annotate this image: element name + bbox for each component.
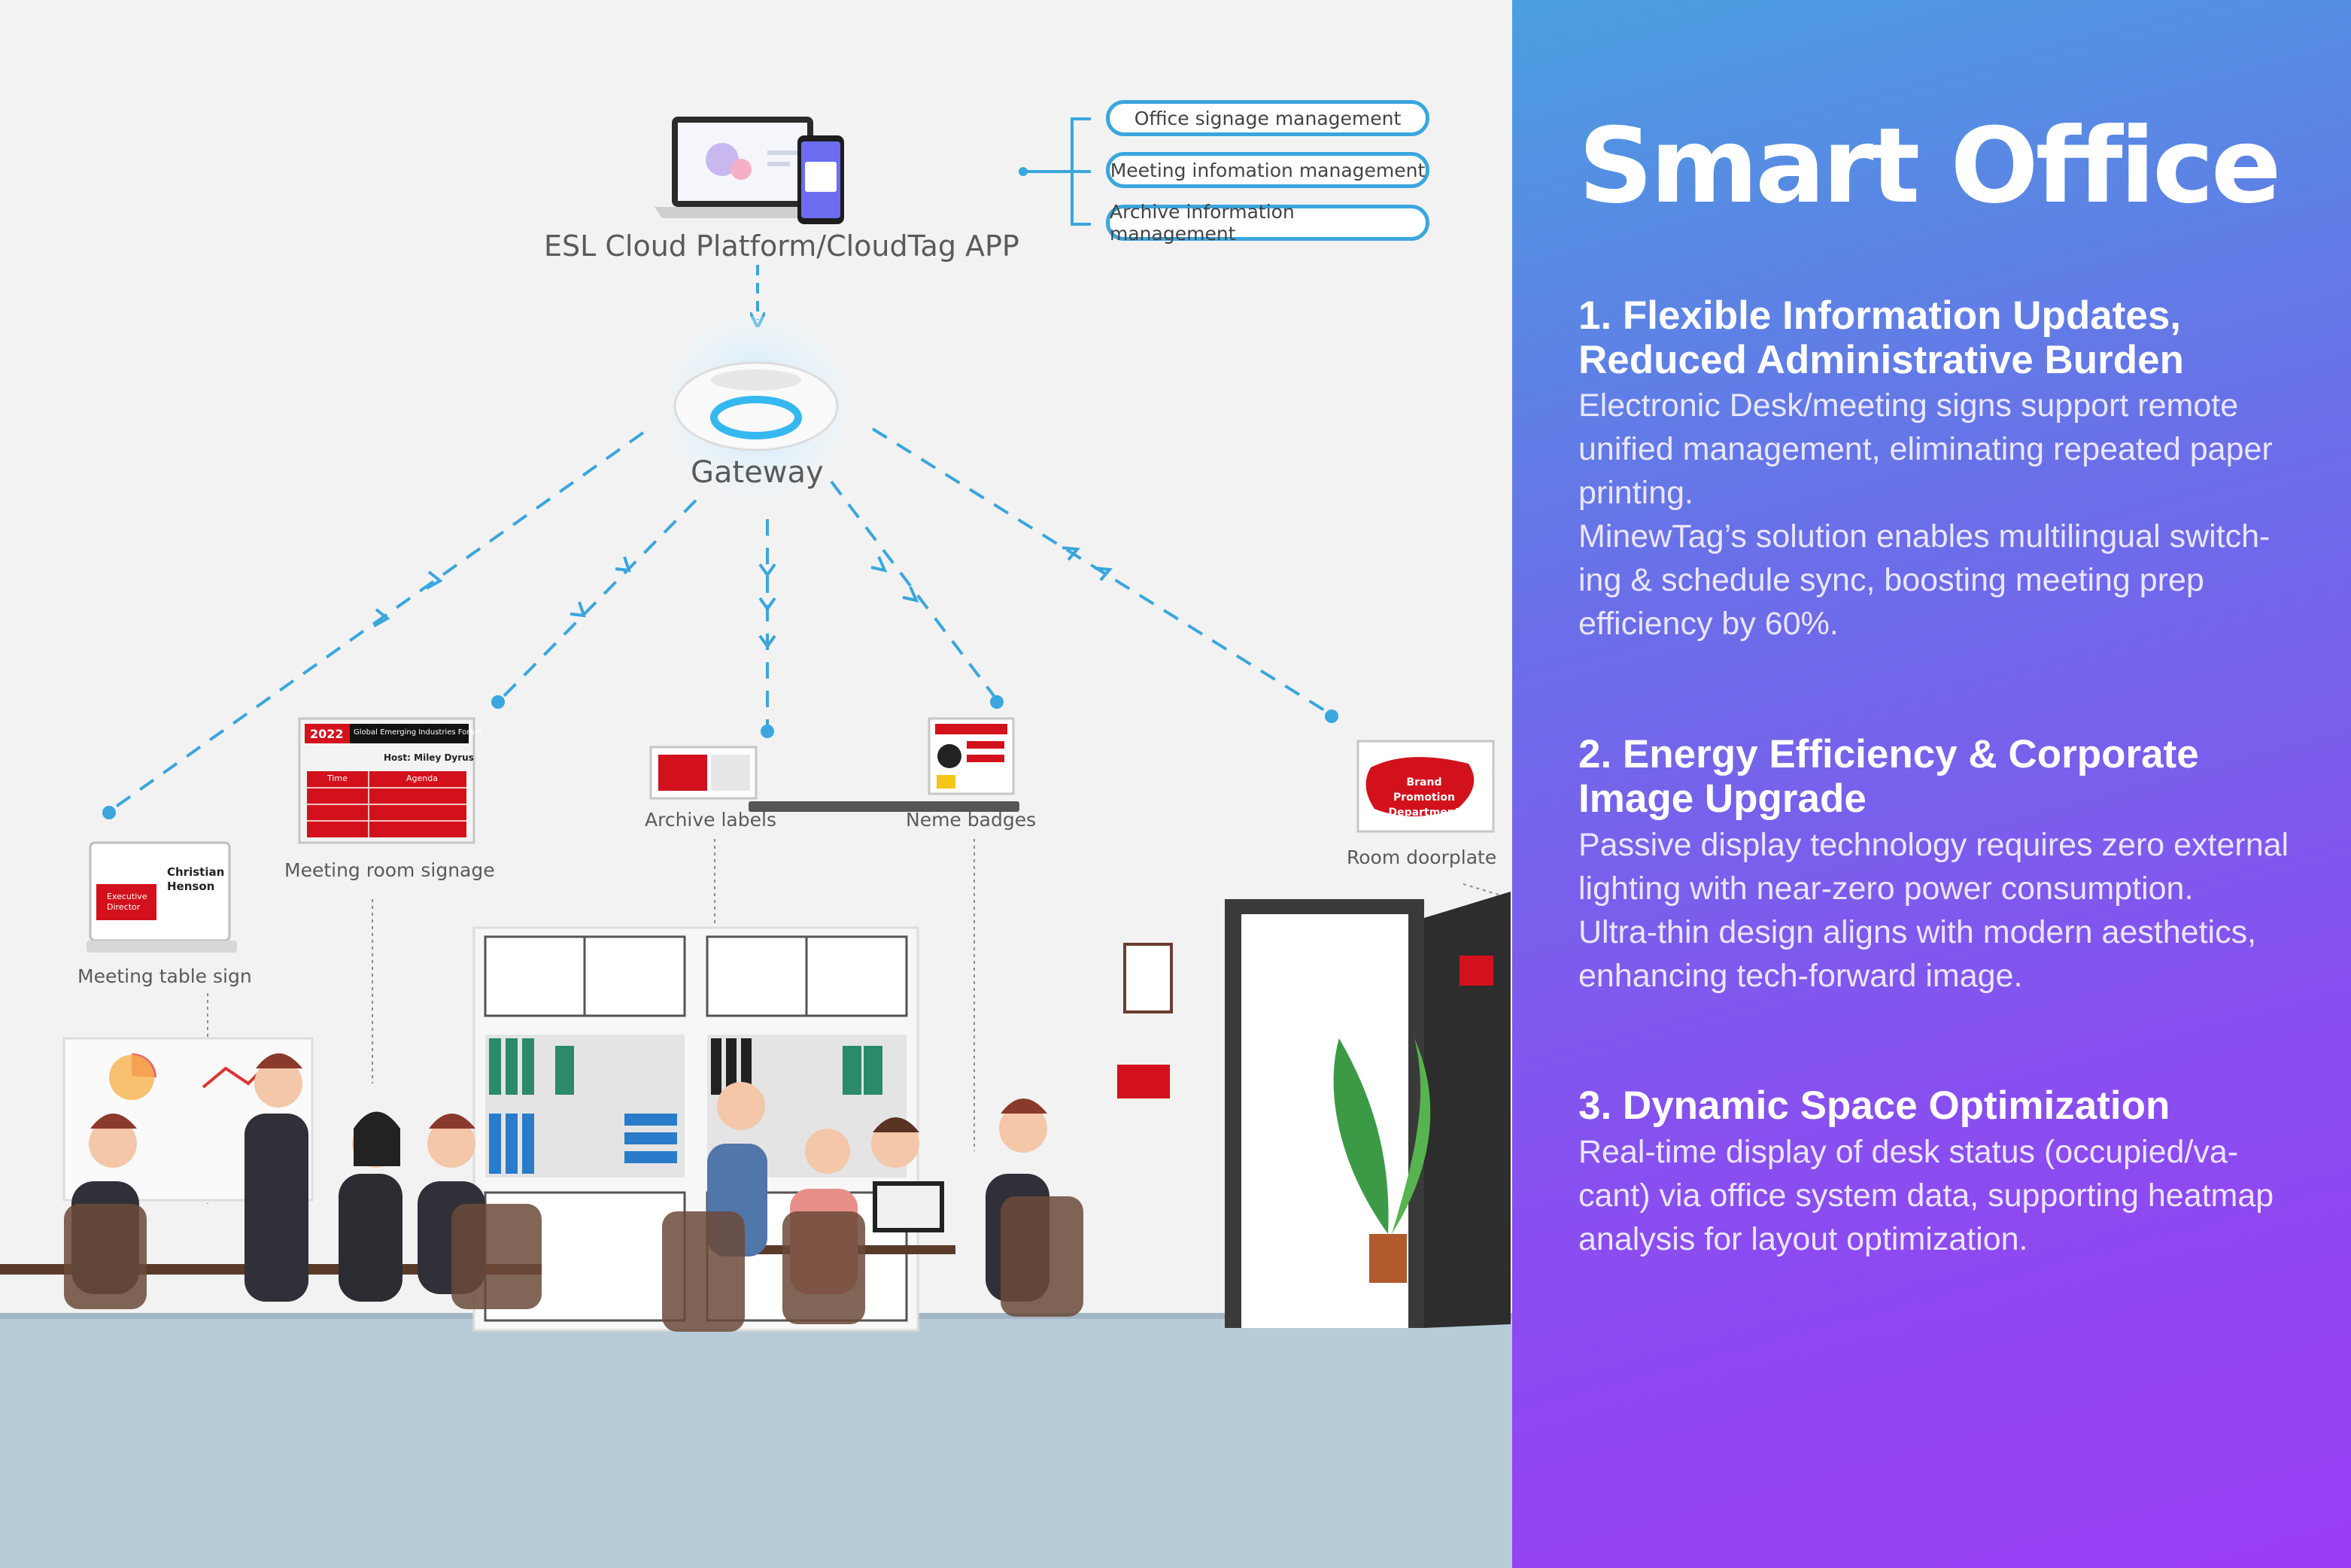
- archive-label-device: [649, 746, 1019, 812]
- archive-labels-label: Archive labels: [645, 809, 776, 831]
- section-2-body: Passive display technology requires zero…: [1578, 827, 2289, 994]
- feature-pill-archive-info: Archive information management: [1106, 201, 1429, 245]
- feature-pill-office-signage: Office signage management: [1106, 100, 1429, 136]
- section-2-heading: 2. Energy Efficiency & Corporate Image U…: [1578, 732, 2199, 821]
- meeting-table-sign-label: Meeting table sign: [77, 965, 252, 987]
- panel-title: Smart Office: [1578, 105, 2281, 226]
- floor: [0, 1317, 1512, 1568]
- signage-forum: Global Emerging Industries Forum: [354, 728, 482, 737]
- signage-col-agenda: Agenda: [406, 773, 438, 783]
- people: [64, 1053, 1083, 1332]
- section-1-heading: 1. Flexible Information Updates, Reduced…: [1578, 293, 2184, 382]
- office-illustration: [0, 117, 1512, 1568]
- signage-year: 2022: [310, 727, 344, 741]
- platform-label: ESL Cloud Platform/CloudTag APP: [544, 229, 1019, 263]
- feature-pill-meeting-info: Meeting infomation management: [1106, 152, 1429, 188]
- section-3-heading: 3. Dynamic Space Optimization: [1578, 1083, 2170, 1128]
- meeting-room-signage-device: [298, 717, 475, 844]
- meeting-table-sign-name: Christian Henson: [167, 865, 225, 893]
- laptop-phone-icon: [655, 117, 844, 224]
- signage-col-time: Time: [327, 773, 348, 783]
- section-3-body: Real-time display of desk status (occupi…: [1578, 1134, 2274, 1257]
- room-doorplate-device: [1356, 740, 1495, 833]
- meeting-room-signage-label: Meeting room signage: [284, 859, 495, 881]
- room-doorplate-label: Room doorplate: [1347, 846, 1497, 868]
- meeting-table-sign-role: Executive Director: [107, 892, 147, 912]
- gateway-icon: [666, 316, 846, 497]
- doorplate-text: Brand Promotion Department: [1388, 776, 1460, 819]
- meeting-table-sign-device: [87, 841, 237, 953]
- section-1-body: Electronic Desk/meeting signs support re…: [1578, 387, 2273, 642]
- info-panel: Smart Office 1. Flexible Information Upd…: [1512, 0, 2351, 1568]
- plant: [1333, 1038, 1431, 1283]
- gateway-label: Gateway: [691, 455, 824, 490]
- name-badge-device: [928, 717, 1015, 795]
- signage-host: Host: Miley Dyrus: [384, 752, 474, 763]
- name-badges-label: Neme badges: [906, 809, 1037, 831]
